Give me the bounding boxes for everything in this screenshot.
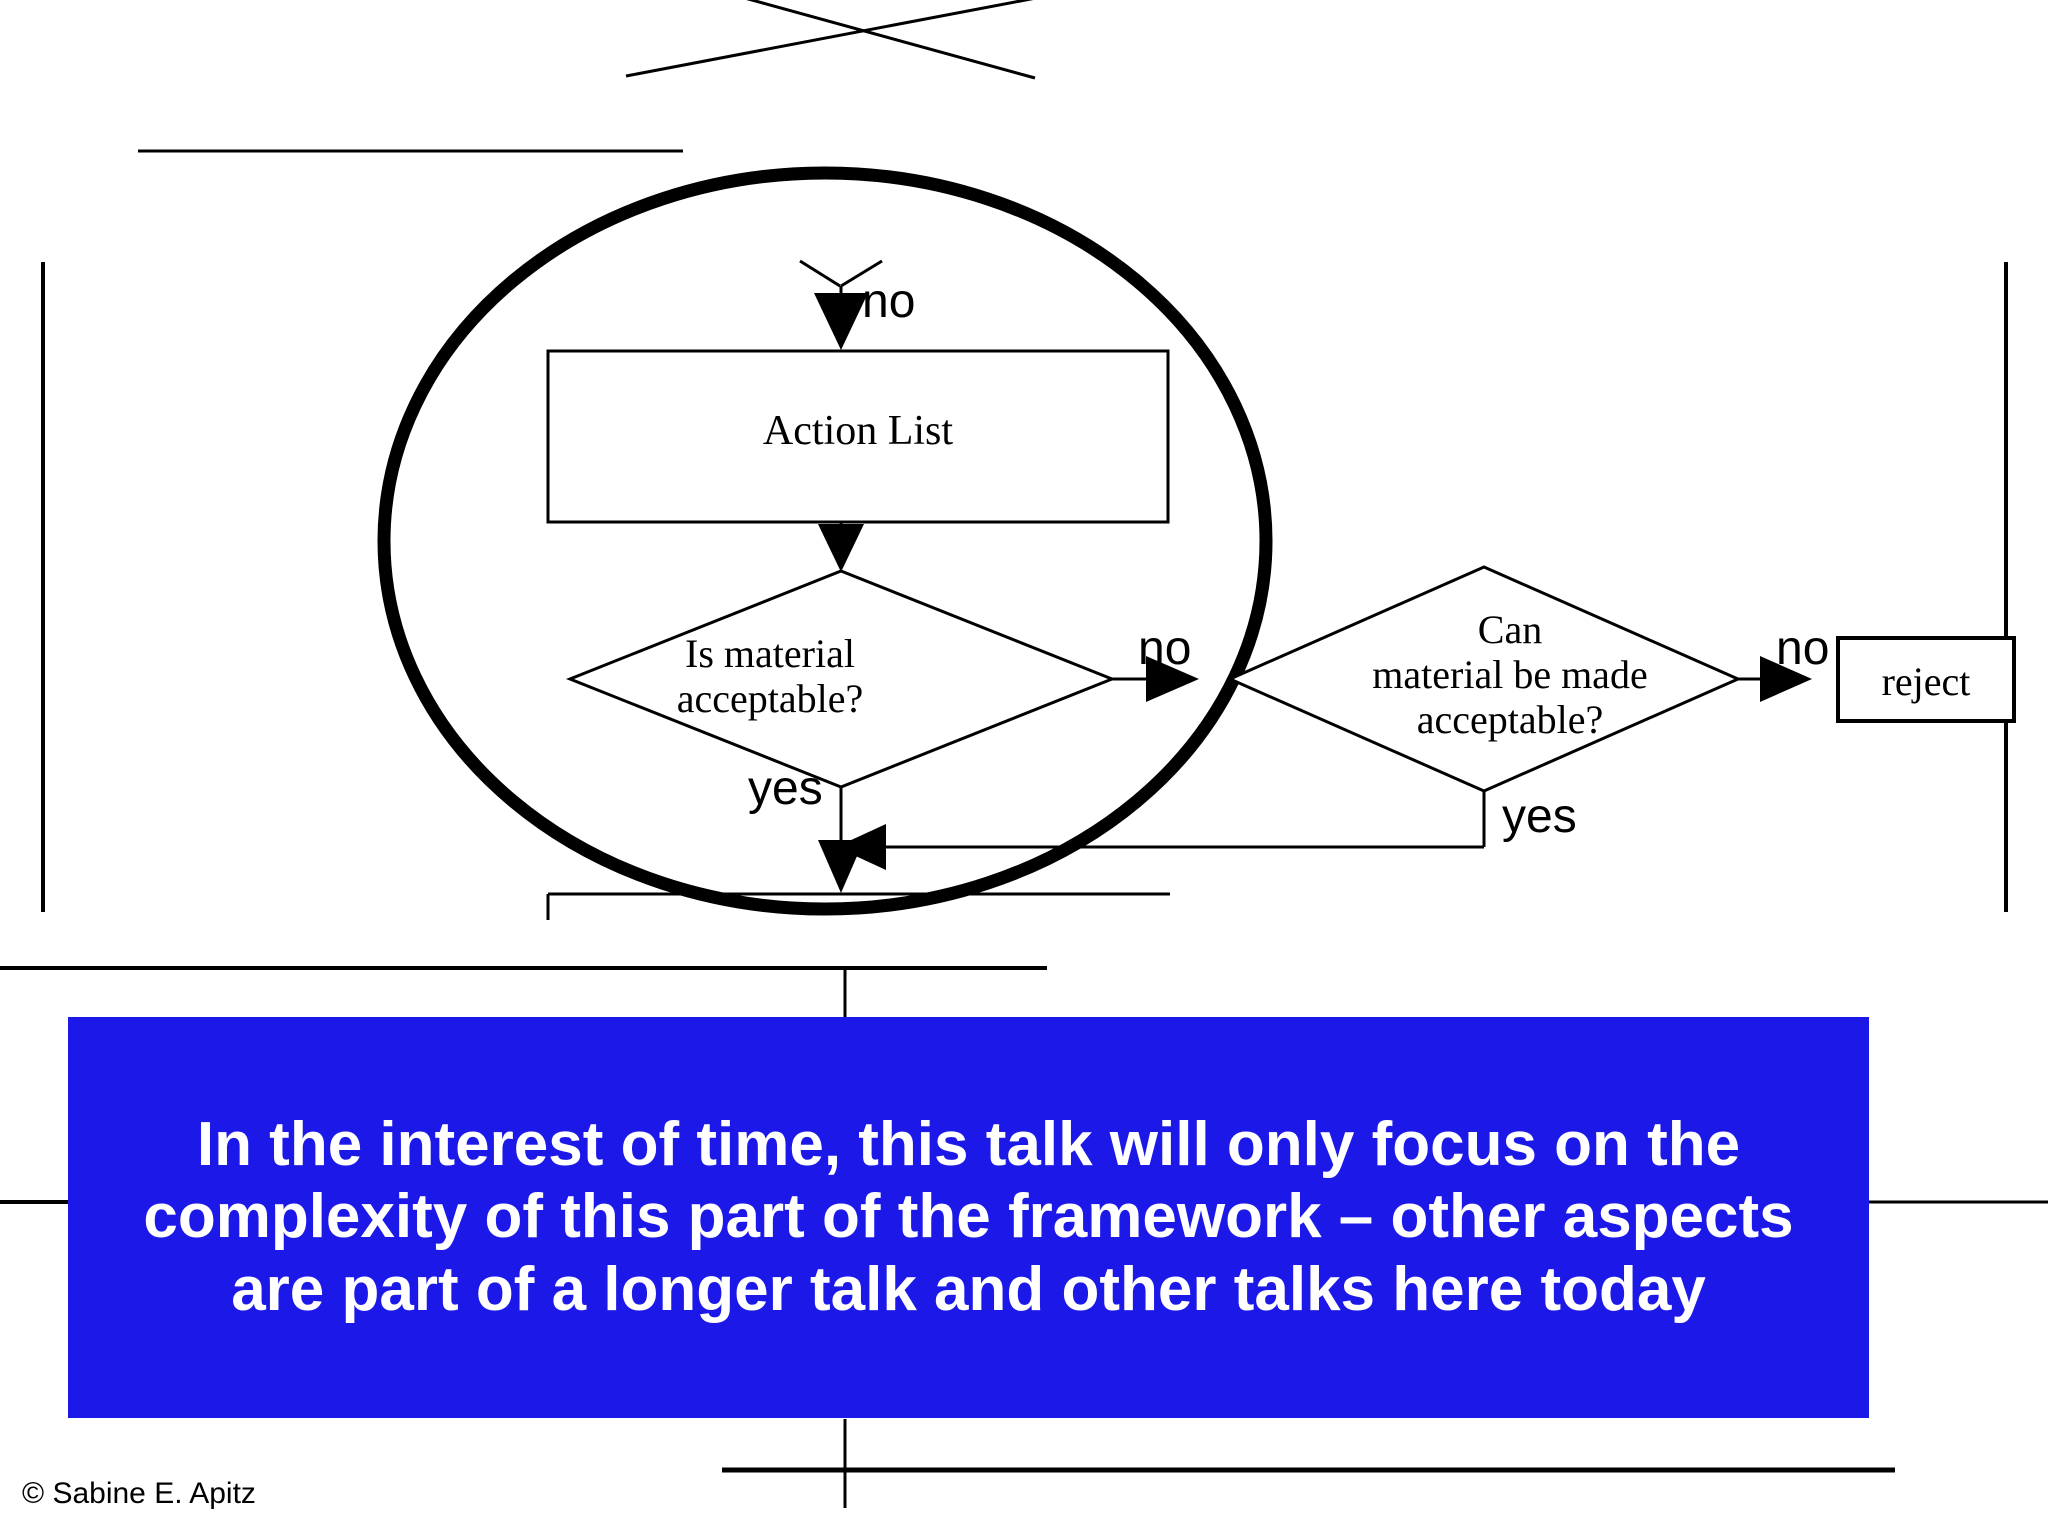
arrow-head-left-yes	[818, 840, 864, 893]
reject-label: reject	[1881, 659, 1971, 704]
edge-label-yes-right: yes	[1502, 790, 1577, 843]
emphasis-banner: In the interest of time, this talk will …	[68, 1017, 1869, 1418]
arrow-head-right-yes	[836, 824, 886, 870]
edge-label-no-right: no	[1776, 622, 1830, 675]
arrow-head-left-no	[1146, 656, 1199, 702]
crop-line-x2	[746, 0, 1036, 80]
emphasis-banner-text: In the interest of time, this talk will …	[143, 1109, 1794, 1324]
edge-right-yes	[886, 791, 1486, 849]
edge-label-yes-left: yes	[748, 762, 823, 815]
edge-label-no-middle: no	[1138, 622, 1192, 675]
action-list-label: Action List	[762, 408, 954, 454]
decision-right-label: Can material be made acceptable?	[1372, 607, 1648, 742]
action-list-box	[546, 349, 1170, 524]
arrow-head-to-decision-left	[818, 524, 864, 572]
arrow-head-to-action-list	[814, 293, 868, 350]
crop-line-x1	[625, 0, 1034, 78]
edge-label-no-top: no	[862, 275, 916, 328]
reject-box	[1836, 636, 2016, 723]
arrow-head-right-no	[1760, 656, 1812, 702]
copyright-credit: © Sabine E. Apitz	[22, 1477, 256, 1510]
highlight-ellipse	[377, 166, 1273, 916]
decision-left-label: Is material acceptable?	[676, 631, 864, 721]
